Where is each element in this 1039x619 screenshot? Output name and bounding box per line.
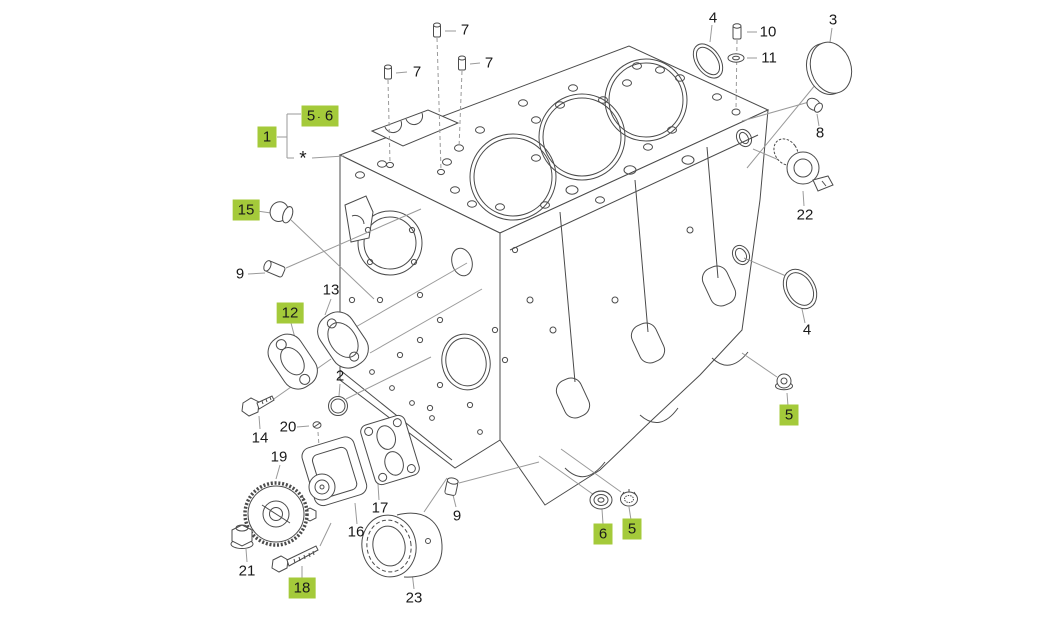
pin-part-20 [312, 421, 322, 429]
callout-21[interactable]: 21 [238, 562, 256, 580]
nut-part-21 [230, 524, 254, 549]
callout-9[interactable]: 9 [452, 507, 462, 525]
callout-22[interactable]: 22 [796, 206, 814, 224]
gasket-part-13 [317, 311, 369, 369]
callout-asterisk: * [299, 148, 307, 170]
callout-4[interactable]: 4 [802, 321, 812, 339]
pump-gasket-part-17 [360, 414, 420, 486]
pin-part-9-bottom [444, 477, 459, 496]
dowel-pin-part-7c [458, 55, 466, 71]
callout-2[interactable]: 2 [335, 367, 345, 385]
flange-nut-part-5-right [775, 373, 793, 391]
engine-block [338, 45, 770, 506]
callout-3[interactable]: 3 [828, 11, 838, 29]
oil-pressure-switch-part-22 [773, 138, 834, 192]
seal-ring-part-4-right [782, 268, 818, 310]
callout-15[interactable]: 15 [232, 199, 260, 221]
callout-10[interactable]: 10 [759, 23, 777, 41]
callout-7[interactable]: 7 [460, 21, 470, 39]
callout-20[interactable]: 20 [279, 418, 297, 436]
callout-18[interactable]: 18 [288, 577, 316, 599]
callout-4[interactable]: 4 [708, 9, 718, 27]
callout-14[interactable]: 14 [251, 429, 269, 447]
stud-part-10 [732, 23, 742, 40]
callout-23[interactable]: 23 [405, 589, 423, 607]
plug-part-6-bottom [589, 490, 613, 510]
cover-plate-part-12 [267, 333, 318, 390]
dowel-pin-part-7b [433, 22, 441, 38]
callout-17[interactable]: 17 [371, 499, 389, 517]
callout-12[interactable]: 12 [276, 302, 304, 324]
nut-part-5-bottom [620, 489, 638, 507]
o-ring-part-2 [328, 396, 348, 416]
callout-6[interactable]: 6 [593, 523, 613, 545]
callout-6[interactable]: 6 [319, 105, 339, 127]
callout-5[interactable]: 5 [779, 404, 799, 426]
bolt-part-18 [271, 545, 319, 573]
idler-gear-part-19 [243, 481, 309, 547]
expansion-plug-part-3 [805, 41, 853, 95]
callout-11[interactable]: 11 [761, 49, 777, 67]
dowel-pin-part-7a [384, 64, 392, 80]
seal-ring-part-4-top [692, 43, 724, 79]
cup-plug-part-15 [269, 201, 294, 224]
parts [230, 22, 853, 578]
callout-13[interactable]: 13 [322, 281, 340, 299]
bolt-part-14 [241, 395, 275, 417]
callout-8[interactable]: 8 [815, 124, 825, 142]
callout-1[interactable]: 1 [257, 126, 277, 148]
washer-part-11 [727, 53, 745, 63]
cup-plug-part-8 [806, 97, 823, 113]
callout-19[interactable]: 19 [270, 448, 288, 466]
callout-5[interactable]: 5 [301, 105, 321, 127]
callout-16[interactable]: 16 [347, 523, 365, 541]
bearing-sleeve-part-23 [361, 512, 443, 578]
callout-7[interactable]: 7 [412, 63, 422, 81]
callout-7[interactable]: 7 [484, 54, 494, 72]
callout-9[interactable]: 9 [235, 265, 245, 283]
deck-holes [355, 62, 741, 211]
pin-part-9-left [263, 260, 286, 278]
callout-5[interactable]: 5 [622, 518, 642, 540]
leader-lines [245, 24, 833, 590]
